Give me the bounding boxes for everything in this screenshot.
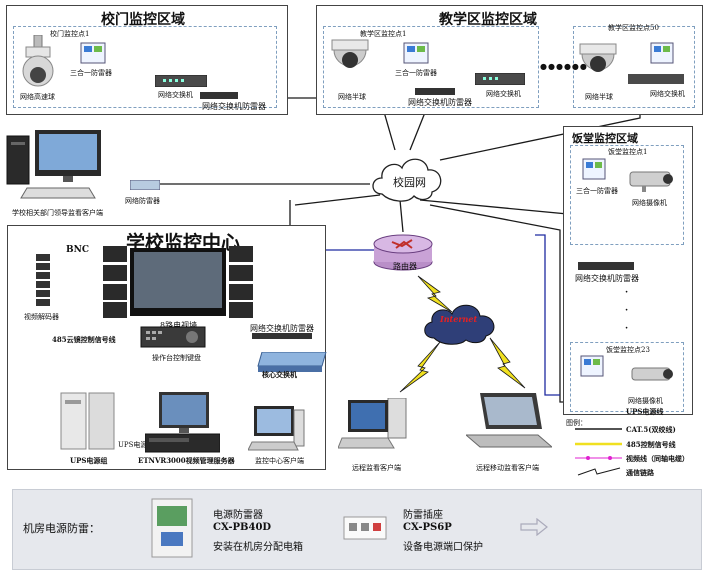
three-in-one-surge-icon — [80, 42, 106, 64]
region-title: 教学区监控区域 — [439, 12, 537, 28]
switch-surge-label: 网络交换机防雷器 — [575, 274, 639, 283]
half-dome-label: 网络半球 — [585, 93, 613, 101]
gate-point-box — [13, 26, 277, 108]
teaching-monitoring-region: 教学区监控区域 — [316, 5, 703, 115]
switch-surge-icon — [415, 88, 455, 95]
canteen-point1-box — [570, 145, 684, 245]
switch-label: 网络交换机 — [158, 91, 193, 99]
ellipsis-dots: ●●●●●● — [540, 62, 588, 71]
campus-network-cloud-icon — [372, 158, 442, 202]
tv-wall-label: 8路电视墙 — [160, 321, 198, 330]
network-surge-icon — [130, 180, 160, 190]
product2-desc: 设备电源端口保护 — [403, 542, 483, 553]
arrow-right-icon — [520, 518, 548, 536]
speed-dome-camera-icon — [22, 35, 54, 87]
half-dome-camera-icon — [331, 39, 369, 68]
teaching-point1-box — [323, 26, 539, 108]
video-decoder-icon — [36, 254, 50, 306]
legend-cat5: CAT.5(双绞线) — [626, 425, 676, 434]
campus-network-label: 校园网 — [393, 176, 426, 189]
internet-label: Internet — [440, 314, 478, 324]
teaching-point50-box — [573, 26, 695, 108]
core-switch-icon — [257, 352, 327, 372]
gate-point-label: 校门监控点1 — [50, 30, 90, 38]
product2-model: CX-PS6P — [403, 522, 452, 533]
canteen-point23-box — [570, 342, 684, 412]
half-dome-camera-icon — [579, 43, 617, 72]
product1-model: CX-PB40D — [213, 522, 272, 533]
panel-label: 机房电源防雷： — [23, 522, 100, 535]
network-switch-icon — [475, 73, 525, 85]
switch-surge-icon — [252, 333, 312, 339]
three-in-one-surge-icon — [650, 42, 674, 64]
client-computer-icon — [248, 406, 305, 451]
remote-desktop-label: 远程监看客户端 — [352, 464, 401, 472]
product1-name: 电源防雷器 — [213, 510, 263, 521]
legend-ups: UPS电源线 — [626, 407, 664, 416]
three-in-one-surge-icon — [403, 42, 429, 64]
product1-desc: 安装在机房分配电箱 — [213, 542, 303, 553]
client-label: 监控中心客户端 — [255, 457, 304, 465]
nvr-server-icon — [145, 392, 220, 453]
teaching-point1-label: 教学区监控点1 — [360, 30, 407, 38]
three-in-one-surge-icon — [582, 158, 606, 180]
legend-comm: 通信链路 — [626, 468, 654, 477]
surge-socket-icon — [343, 516, 387, 540]
router-icon — [373, 234, 433, 271]
network-switch-icon — [628, 74, 684, 84]
vertical-dot: · — [625, 306, 629, 316]
switch-label: 网络交换机 — [486, 90, 521, 98]
machine-room-power-panel: 机房电源防雷： 电源防雷器 CX-PB40D 安装在机房分配电箱 防雷插座 CX… — [12, 489, 702, 570]
network-switch-icon — [155, 75, 207, 87]
three-in-one-label: 三合一防雷器 — [70, 69, 112, 77]
switch-label: 网络交换机 — [650, 90, 685, 98]
teaching-point50-label: 教学区监控点50 — [608, 24, 659, 32]
bullet-camera-icon — [631, 367, 673, 381]
switch-surge-label: 网络交换机防雷器 — [202, 102, 266, 111]
laptop-icon — [466, 393, 552, 448]
vertical-dot: · — [625, 324, 629, 334]
legend-video: 视频线（同轴电缆） — [626, 454, 689, 463]
remote-desktop-icon — [338, 398, 407, 449]
ups-icon — [60, 392, 115, 450]
switch-surge-label: 网络交换机防雷器 — [250, 324, 314, 333]
camera-label: 网络摄像机 — [628, 397, 663, 405]
control-keyboard-icon — [140, 326, 206, 348]
switch-surge-icon — [578, 262, 634, 270]
dome-label: 网络高速球 — [20, 93, 55, 101]
gate-monitoring-region: 校门监控区域 — [6, 5, 288, 115]
legend-485: 485控制信号线 — [626, 440, 676, 449]
three-in-one-surge-icon — [580, 355, 604, 377]
ups-label: UPS电源组 — [70, 456, 108, 465]
decoder-label: 视频解码器 — [24, 313, 59, 321]
switch-surge-icon — [200, 92, 238, 99]
desktop-computer-icon — [6, 130, 101, 199]
leader-client-label: 学校相关部门领导监看客户端 — [12, 209, 103, 217]
vertical-dot: · — [625, 288, 629, 298]
switch-surge-label: 网络交换机防雷器 — [408, 98, 472, 107]
product2-name: 防雷插座 — [403, 510, 443, 521]
half-dome-label: 网络半球 — [338, 93, 366, 101]
router-label: 路由器 — [393, 262, 417, 271]
three-in-one-label: 三合一防雷器 — [576, 187, 618, 195]
keyboard-label: 操作台控制键盘 — [152, 354, 201, 362]
power-surge-protector-icon — [151, 498, 193, 558]
region-title: 校门监控区域 — [101, 12, 185, 28]
nvr-label: ETNVR3000视频管理服务器 — [138, 456, 235, 465]
camera-label: 网络摄像机 — [632, 199, 667, 207]
three-in-one-label: 三合一防雷器 — [395, 69, 437, 77]
line-485-label: 485云镜控制信号线 — [52, 335, 116, 344]
canteen-point1-label: 饭堂监控点1 — [608, 148, 648, 156]
bullet-camera-icon — [629, 171, 673, 192]
internet-cloud-icon — [424, 304, 495, 345]
network-surge-label: 网络防雷器 — [125, 197, 160, 205]
tv-wall-icon — [103, 246, 253, 318]
ups-line-label: UPS电源线 — [118, 441, 155, 449]
region-title: 饭堂监控区域 — [572, 132, 638, 145]
legend-title: 图例： — [566, 419, 587, 427]
laptop-label: 远程移动监看客户端 — [476, 464, 539, 472]
bnc-label: BNC — [66, 245, 89, 255]
canteen-point23-label: 饭堂监控点23 — [606, 346, 650, 354]
core-switch-label: 核心交换机 — [262, 370, 297, 379]
